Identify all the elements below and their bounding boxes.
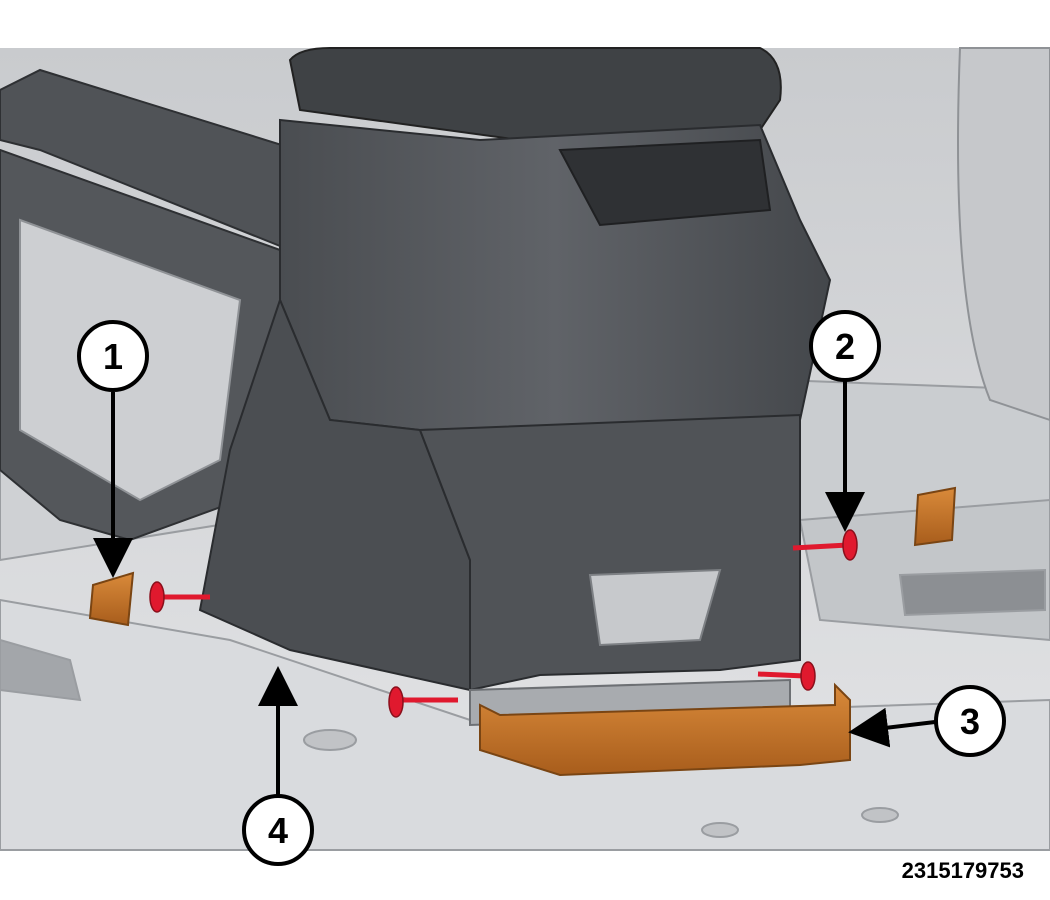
push-pin-fastener bbox=[792, 529, 858, 561]
leader-arrows bbox=[93, 380, 936, 800]
retainer-clip bbox=[913, 486, 957, 547]
push-pin-fastener bbox=[388, 686, 458, 718]
push-pin-fastener bbox=[757, 661, 816, 691]
leader-arrow-3 bbox=[848, 707, 936, 748]
callout-4-label: 4 bbox=[268, 810, 288, 851]
figure-id: 2315179753 bbox=[901, 858, 1024, 883]
callout-1: 1 bbox=[77, 320, 149, 392]
push-pin-fasteners bbox=[149, 529, 858, 718]
callout-3-label: 3 bbox=[960, 701, 980, 742]
armrest bbox=[288, 47, 782, 142]
push-pin-fastener bbox=[149, 581, 210, 613]
floor-console-rear bbox=[418, 413, 801, 692]
callout-3: 3 bbox=[934, 685, 1006, 757]
callout-2: 2 bbox=[809, 310, 881, 382]
console-cupholder bbox=[558, 138, 772, 227]
callout-2-label: 2 bbox=[835, 326, 855, 367]
seat-side bbox=[957, 47, 1050, 422]
callout-1-label: 1 bbox=[103, 336, 123, 377]
console-rear-vent bbox=[588, 568, 722, 647]
callout-4: 4 bbox=[242, 794, 314, 866]
